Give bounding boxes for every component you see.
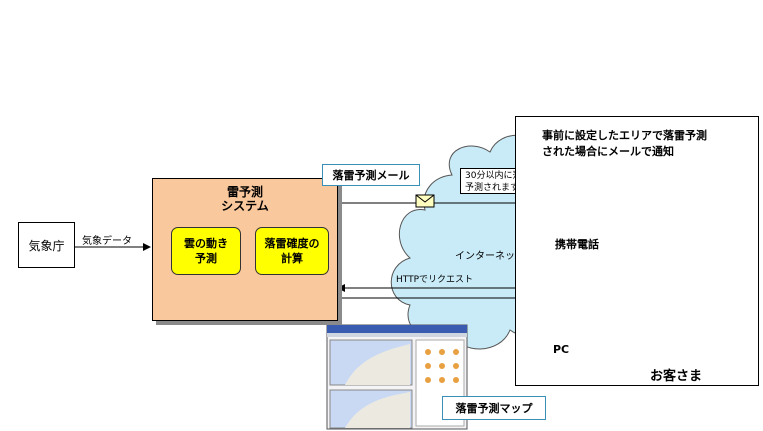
phone-label: 携帯電話 [555, 238, 599, 251]
system-title-line2: システム [221, 199, 269, 213]
customer-description-line1: 事前に設定したエリアで落雷予測 [542, 129, 707, 142]
mail-message-line1: 30分以内に落雷が [465, 171, 540, 181]
jma-box: 気象庁 [18, 222, 75, 268]
envelope-icon [415, 194, 435, 208]
weather-data-label: 気象データ [82, 236, 132, 247]
customer-description: 事前に設定したエリアで落雷予測 された場合にメールで通知 [542, 128, 707, 160]
pc-label: PC [553, 343, 570, 356]
customer-description-line2: された場合にメールで通知 [542, 145, 674, 158]
lightning-probability-box: 落雷確度の 計算 [255, 227, 329, 275]
internet-label: インターネット [455, 251, 525, 262]
cloud-movement-line1: 雲の動き [184, 237, 228, 250]
map-callout: 落雷予測マップ [442, 396, 546, 420]
cloud-movement-box: 雲の動き 予測 [171, 227, 241, 275]
system-title-line1: 雷予測 [226, 185, 263, 199]
customer-panel [515, 116, 759, 386]
customer-label: お客さま [650, 369, 703, 384]
cloud-movement-line2: 予測 [195, 252, 217, 265]
mail-callout-label: 落雷予測メール [332, 169, 410, 182]
mail-callout: 落雷予測メール [322, 164, 420, 186]
jma-label: 気象庁 [28, 238, 65, 253]
mail-message-line2: 予測されます。 [465, 183, 528, 193]
lightning-map-screenshot [326, 324, 468, 430]
system-title: 雷予測 システム [153, 185, 337, 213]
lightning-prediction-system: 雷予測 システム 雲の動き 予測 落雷確度の 計算 [152, 178, 338, 321]
http-request-label: HTTPでリクエスト [396, 275, 474, 285]
map-callout-label: 落雷予測マップ [455, 402, 533, 415]
lightning-probability-line1: 落雷確度の [264, 237, 320, 250]
lightning-probability-line2: 計算 [281, 252, 303, 265]
